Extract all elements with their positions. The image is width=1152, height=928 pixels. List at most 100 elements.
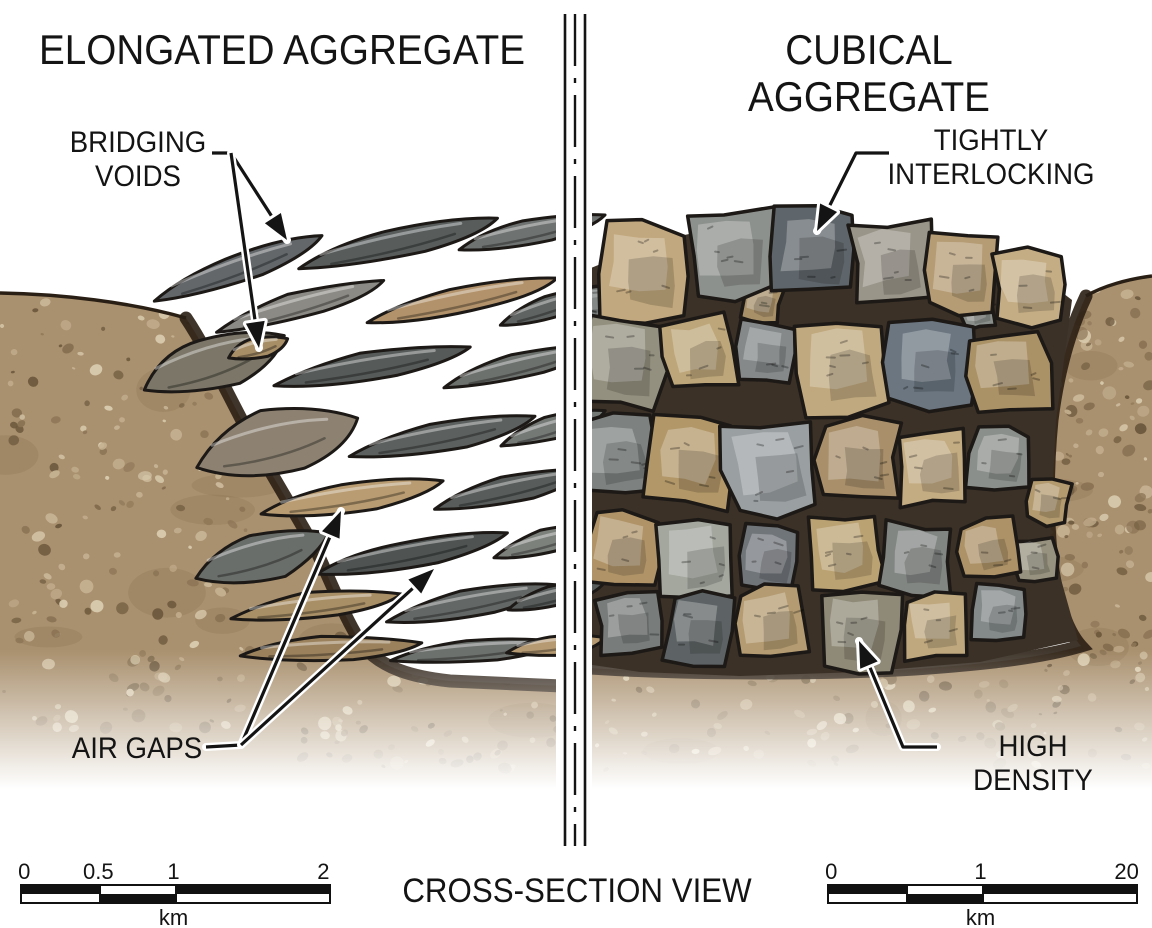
stone-body xyxy=(195,407,360,478)
pebble xyxy=(1130,402,1135,405)
stone-speckle xyxy=(862,446,869,451)
scale-tick-label: 20 xyxy=(1114,859,1139,884)
stone-highlight xyxy=(743,326,782,365)
scale-tick-label: 0 xyxy=(825,859,838,884)
cubical-stone xyxy=(880,317,978,414)
pebble xyxy=(1051,695,1062,703)
stone-speckle xyxy=(698,483,710,488)
stone-speckle xyxy=(1007,387,1017,391)
pebble xyxy=(1143,457,1148,461)
pebble xyxy=(15,637,24,644)
pebble xyxy=(82,430,88,435)
pebble xyxy=(497,762,512,774)
pebble xyxy=(215,482,224,489)
stone-speckle xyxy=(661,284,671,289)
pebble xyxy=(595,743,600,748)
stone-highlight xyxy=(587,426,640,474)
stone-speckle xyxy=(1032,377,1041,381)
pebble xyxy=(101,326,106,331)
pebble xyxy=(1083,402,1095,411)
pebble xyxy=(170,428,183,441)
pebble xyxy=(164,694,172,703)
pebble xyxy=(126,688,134,697)
pebble xyxy=(237,674,245,682)
pebble xyxy=(1118,336,1125,343)
pebble xyxy=(8,435,20,446)
stone-speckle xyxy=(591,310,597,314)
pebble xyxy=(390,756,404,770)
stone-body xyxy=(963,424,1031,492)
pebble xyxy=(930,732,939,740)
pebble xyxy=(119,417,125,423)
stone-shade xyxy=(914,350,956,393)
soil-smear xyxy=(128,567,206,618)
scale-divider xyxy=(981,886,984,902)
cubical-stone xyxy=(733,317,797,385)
stone-speckle xyxy=(683,613,692,616)
pebble xyxy=(55,523,63,529)
stone-speckle xyxy=(669,446,681,450)
pebble xyxy=(806,728,818,736)
stone-shade xyxy=(988,604,1018,633)
stone-speckle xyxy=(625,290,632,294)
stone-shade xyxy=(988,449,1022,482)
stone-speckle xyxy=(718,574,724,578)
pebble xyxy=(123,462,135,473)
pebble xyxy=(623,752,628,755)
scale-bar xyxy=(827,884,1138,904)
scale-tick-label: 0.5 xyxy=(82,859,114,884)
pebble xyxy=(1007,703,1018,713)
cubical-stone xyxy=(768,204,856,293)
pebble xyxy=(171,335,175,338)
stone-speckle xyxy=(617,448,627,452)
pebble xyxy=(1147,509,1152,514)
pebble xyxy=(122,707,128,711)
annotation-arrows xyxy=(202,149,941,751)
scale-tick-label: 0 xyxy=(18,859,31,884)
pebble xyxy=(82,553,90,560)
pebble xyxy=(42,658,55,670)
cubical-stone xyxy=(897,426,967,510)
pebble xyxy=(300,736,308,744)
pebble xyxy=(1141,485,1150,491)
stone-highlight xyxy=(280,481,412,504)
elongated-stone xyxy=(297,216,499,271)
pebble xyxy=(49,470,60,479)
pebble xyxy=(204,582,213,588)
pebble xyxy=(169,722,183,733)
arrowhead xyxy=(408,569,434,594)
stone-speckle xyxy=(781,365,789,369)
stone-speckle xyxy=(920,364,930,369)
stone-speckle xyxy=(1031,566,1040,570)
pebble xyxy=(146,319,160,329)
pebble xyxy=(816,720,828,731)
pebble xyxy=(1130,642,1137,647)
pebble xyxy=(59,599,68,608)
stone-highlight xyxy=(210,417,329,447)
stone-body xyxy=(717,420,817,521)
scale-unit-label: km xyxy=(965,905,996,928)
stone-highlight xyxy=(903,439,953,484)
stone-speckle xyxy=(953,441,960,444)
pebble xyxy=(1057,685,1064,691)
pebble xyxy=(690,699,701,709)
pebble xyxy=(60,320,72,331)
scale-segment xyxy=(982,886,1136,894)
stone-speckle xyxy=(903,385,909,390)
stone-shade xyxy=(413,595,522,621)
stone-body xyxy=(315,530,509,576)
pebble xyxy=(1114,726,1123,733)
pebble xyxy=(392,685,403,693)
stone-body xyxy=(259,477,445,518)
pebble xyxy=(94,504,101,510)
stone-speckle xyxy=(775,437,785,441)
stone-speckle xyxy=(718,562,725,567)
stone-speckle xyxy=(773,541,784,547)
pebble xyxy=(153,464,159,469)
pebble xyxy=(387,675,401,687)
soil-smear xyxy=(170,494,255,525)
pebble xyxy=(928,707,937,713)
stone-speckle xyxy=(799,255,809,259)
stone-speckle xyxy=(778,604,789,610)
